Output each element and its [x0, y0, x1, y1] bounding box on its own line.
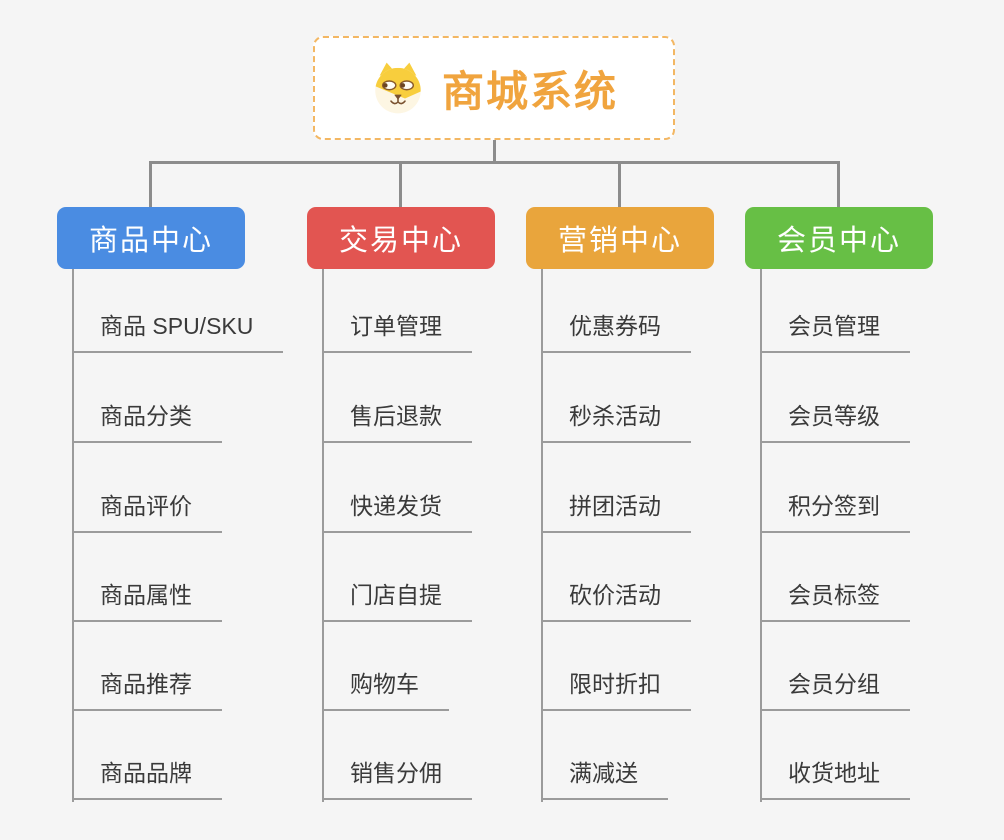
connector-drop-branch-2: [399, 161, 402, 207]
child-topic[interactable]: 拼团活动: [542, 491, 691, 533]
connector-bus: [149, 161, 840, 164]
branch-node-product[interactable]: 商品中心: [57, 207, 245, 269]
child-topic[interactable]: 商品分类: [73, 401, 222, 443]
child-topic[interactable]: 收货地址: [761, 758, 910, 800]
child-topic[interactable]: 订单管理: [323, 311, 472, 353]
child-topic[interactable]: 商品推荐: [73, 669, 222, 711]
branch-node-marketing[interactable]: 营销中心: [526, 207, 714, 269]
child-topic[interactable]: 会员标签: [761, 580, 910, 622]
child-topic[interactable]: 积分签到: [761, 491, 910, 533]
child-topic[interactable]: 商品品牌: [73, 758, 222, 800]
child-topic[interactable]: 购物车: [323, 669, 449, 711]
child-topic[interactable]: 优惠券码: [542, 311, 691, 353]
branch-spine-1: [72, 269, 74, 802]
connector-root-drop: [493, 140, 496, 163]
root-node[interactable]: 商城系统: [313, 36, 675, 140]
child-topic[interactable]: 限时折扣: [542, 669, 691, 711]
child-topic[interactable]: 砍价活动: [542, 580, 691, 622]
child-topic[interactable]: 门店自提: [323, 580, 472, 622]
dog-face-icon: [375, 62, 421, 114]
child-topic[interactable]: 商品评价: [73, 491, 222, 533]
child-topic[interactable]: 售后退款: [323, 401, 472, 443]
branch-spine-2: [322, 269, 324, 802]
connector-drop-branch-3: [618, 161, 621, 207]
child-topic[interactable]: 满减送: [542, 758, 668, 800]
branch-spine-4: [760, 269, 762, 802]
branch-node-member[interactable]: 会员中心: [745, 207, 933, 269]
child-topic[interactable]: 会员管理: [761, 311, 910, 353]
branch-node-trade[interactable]: 交易中心: [307, 207, 495, 269]
connector-drop-branch-4: [837, 161, 840, 207]
child-topic[interactable]: 商品 SPU/SKU: [73, 311, 284, 353]
child-topic[interactable]: 会员等级: [761, 401, 910, 443]
branch-spine-3: [541, 269, 543, 802]
child-topic[interactable]: 快递发货: [323, 491, 472, 533]
child-topic[interactable]: 秒杀活动: [542, 401, 691, 443]
root-title: 商城系统: [441, 67, 618, 115]
child-topic[interactable]: 会员分组: [761, 669, 910, 711]
child-topic[interactable]: 商品属性: [73, 580, 222, 622]
child-topic[interactable]: 销售分佣: [323, 758, 472, 800]
connector-drop-branch-1: [149, 161, 152, 207]
